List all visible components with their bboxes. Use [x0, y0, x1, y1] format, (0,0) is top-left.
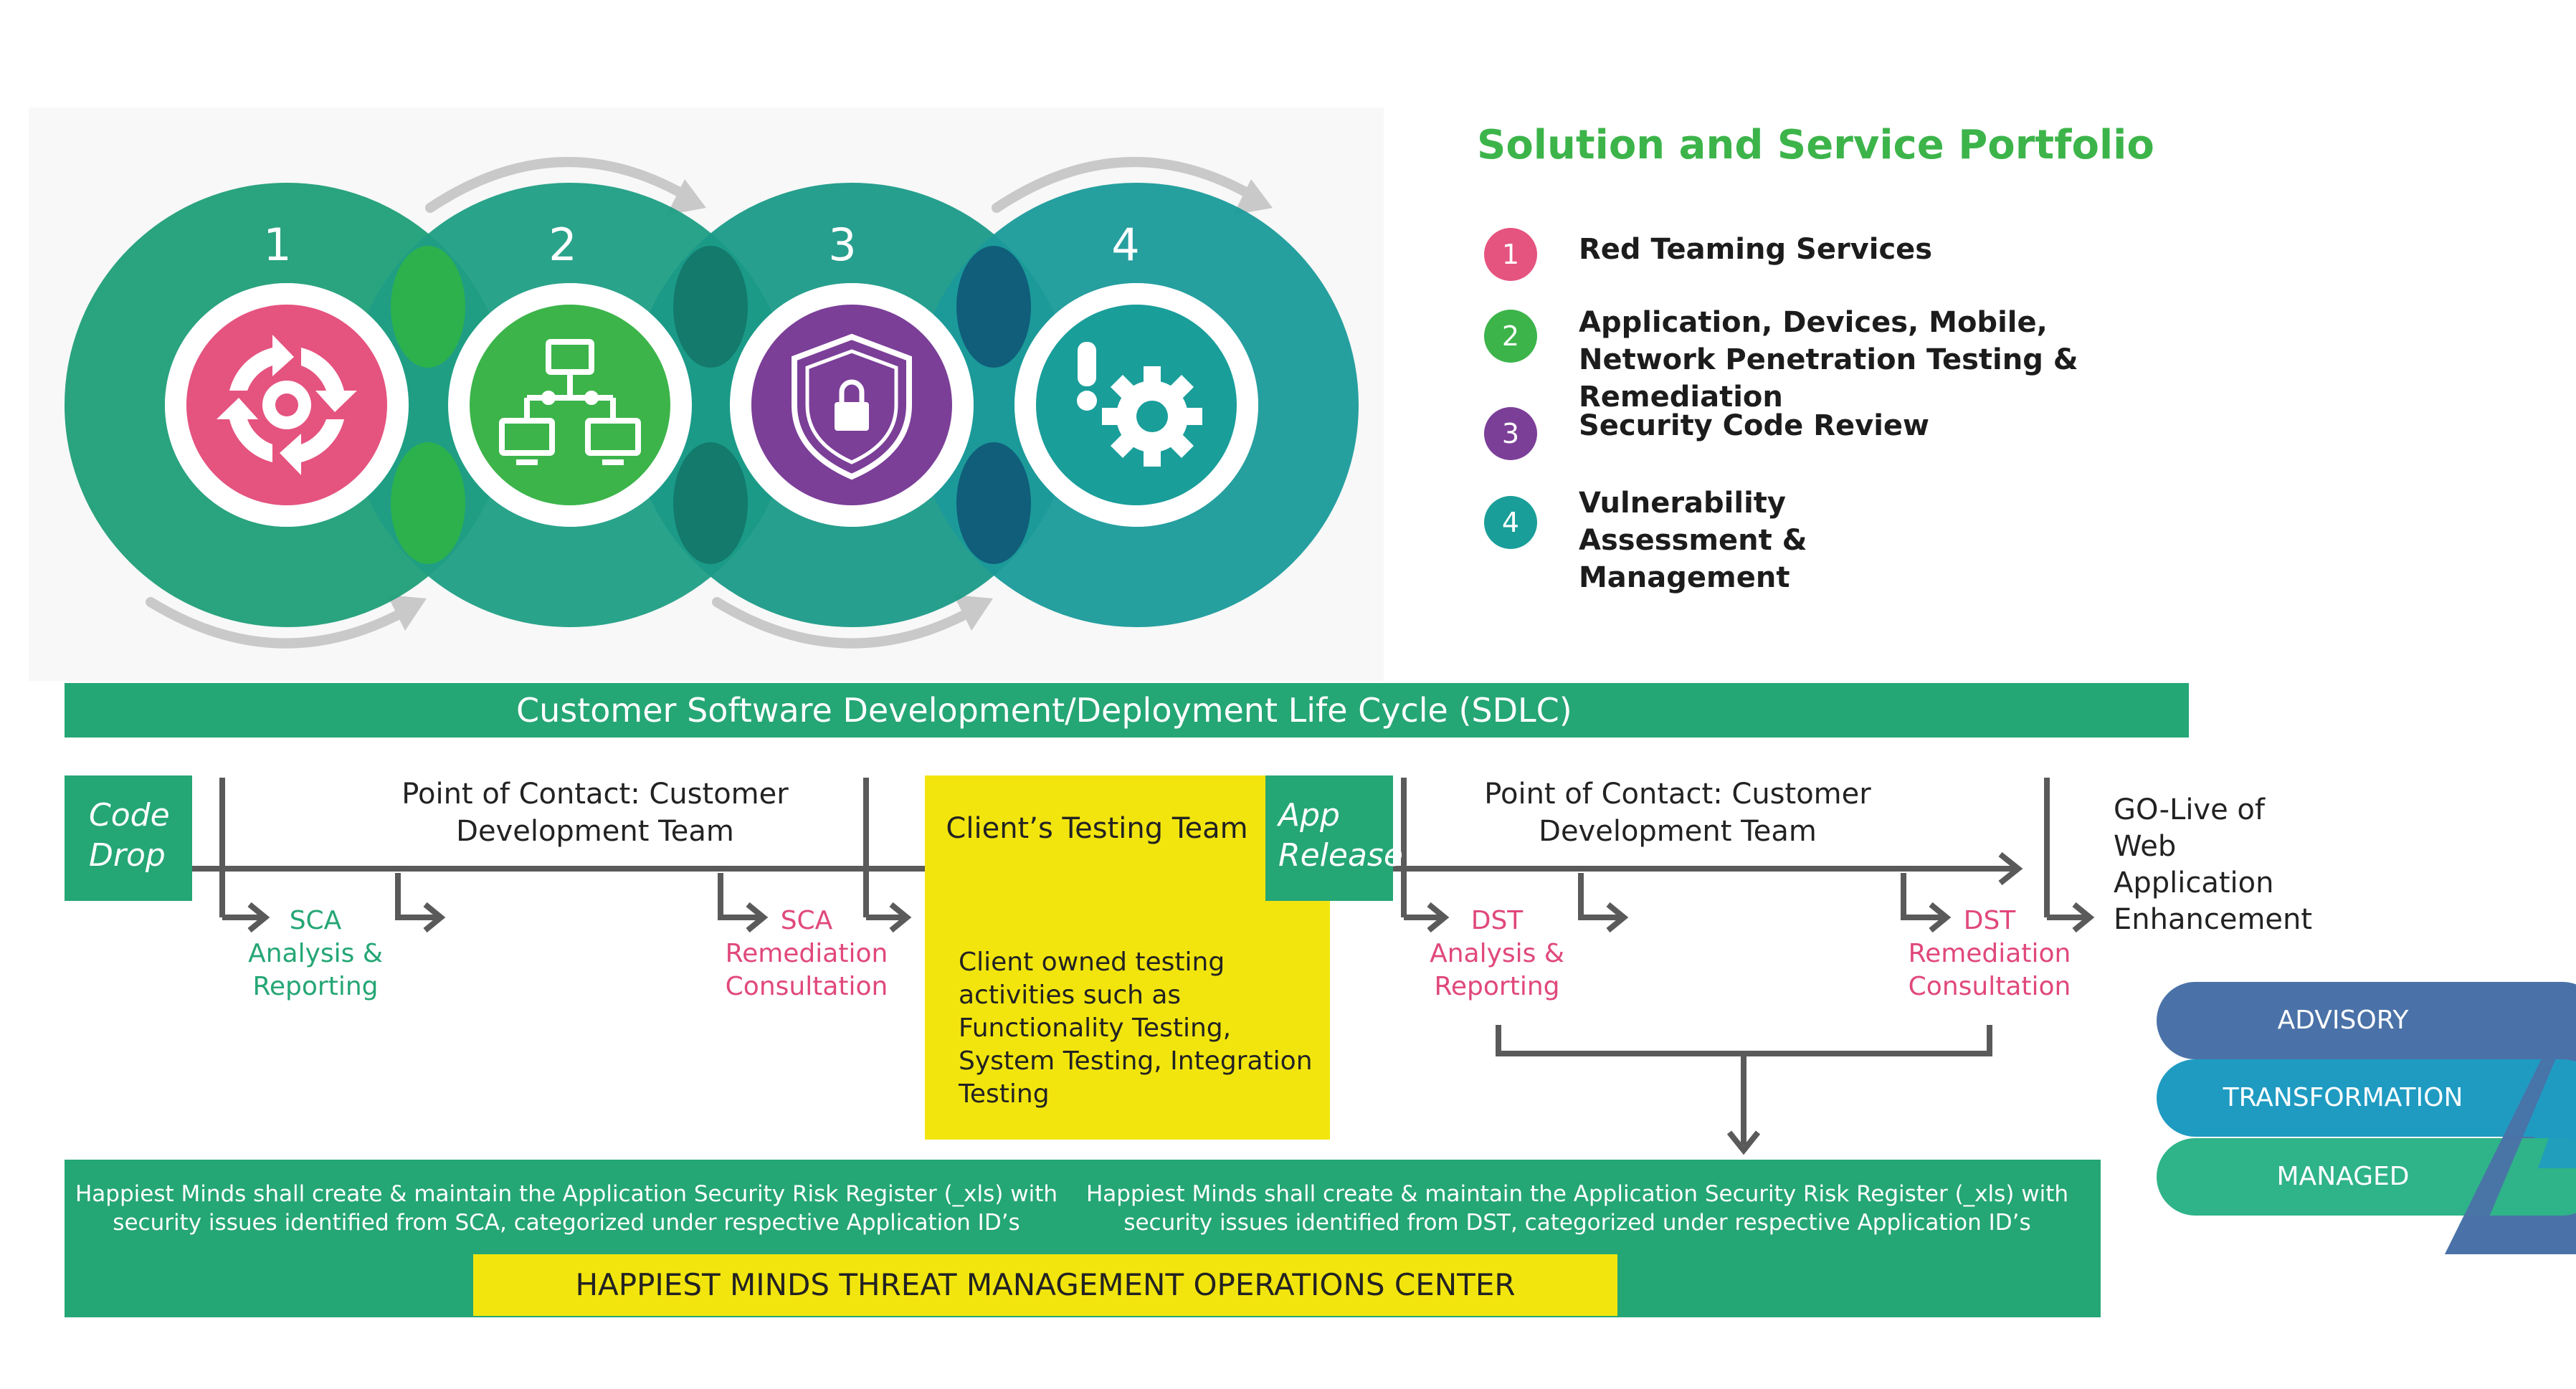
client-testing-desc: Client owned testing activities such as …	[959, 948, 1313, 1109]
arrow-bottom-1	[146, 597, 414, 649]
overlap-3-top	[956, 246, 1031, 368]
elbow-mid3	[1578, 873, 1620, 920]
overlap-2-top	[673, 246, 748, 368]
arrowhead-bottom-2	[954, 595, 993, 631]
app-release-box: App Release	[1265, 775, 1403, 901]
cycle-number-1: 1	[263, 219, 291, 271]
portfolio-title: Solution and Service Portfolio	[1477, 122, 2154, 168]
arrowhead-sca1	[247, 902, 270, 933]
refresh-cycle-icon	[217, 335, 357, 475]
portfolio-label-2: Application, Devices, Mobile, Network Pe…	[1579, 306, 2078, 414]
elbow-dst2	[1901, 873, 1943, 920]
arrowhead-timeline	[1998, 851, 2023, 886]
arrowhead-bottom-1	[387, 595, 427, 631]
overlap-3-bottom	[956, 442, 1031, 564]
layer-advisory: ADVISORY	[2157, 982, 2576, 1059]
cycle-number-3: 3	[828, 219, 856, 271]
sdlc-bar: Customer Software Development/Deployment…	[65, 683, 2189, 738]
model-triangle-front	[2445, 989, 2576, 1254]
arrowhead-mid1	[423, 902, 446, 933]
badge-4: 4	[1484, 496, 1537, 549]
arrow-bottom-2	[712, 597, 980, 649]
code-drop-box: Code Drop	[65, 775, 192, 901]
overlap-1-top	[391, 246, 465, 368]
dst-remediation-step: DST Remediation Consultation	[1908, 906, 2071, 1001]
dst-analysis-step: DST Analysis & Reporting	[1430, 906, 1564, 1001]
sca-remediation-step: SCA Remediation Consultation	[725, 906, 888, 1001]
golive-label: GO-Live of Web Application Enhancement	[2114, 793, 2313, 936]
elbow-mid1	[395, 873, 437, 920]
code-drop-label: Code Drop	[89, 797, 170, 874]
network-icon	[499, 339, 641, 465]
arrowhead-golive	[2072, 902, 2095, 933]
elbow-sca2	[718, 873, 760, 920]
dst-bracket	[1496, 1025, 1992, 1056]
arrowhead-mid2	[889, 902, 912, 933]
layer-managed-label: MANAGED	[2276, 1162, 2410, 1191]
badge-1: 1	[1484, 228, 1537, 281]
cycle-arrows	[146, 157, 1260, 649]
shield-lock-icon	[792, 333, 912, 480]
risk-register-panel: Happiest Minds shall create & maintain t…	[65, 1160, 2101, 1317]
overlap-2-bottom	[673, 442, 748, 564]
poc-1-label: Point of Contact: Customer Development T…	[401, 778, 789, 848]
portfolio-label-1: Red Teaming Services	[1579, 233, 1933, 266]
cycle-number-4: 4	[1111, 219, 1139, 271]
arrowhead-sca2	[746, 902, 769, 933]
portfolio-label-4: Vulnerability Assessment & Management	[1579, 487, 1807, 594]
service-cycle-graphic: 1 2 3 4	[29, 108, 1384, 681]
layer-transformation-label: TRANSFORMATION	[2223, 1083, 2463, 1112]
badge-2: 2	[1484, 310, 1537, 363]
overlap-1-bottom	[391, 442, 465, 564]
client-testing-title: Client’s Testing Team	[946, 812, 1248, 845]
layer-advisory-label: ADVISORY	[2277, 1006, 2409, 1035]
arrow-top-2	[992, 157, 1260, 213]
poc-2-label: Point of Contact: Customer Development T…	[1484, 778, 1871, 848]
sdlc-bar-label: Customer Software Development/Deployment…	[516, 691, 1572, 730]
alert-gear-icon	[1077, 342, 1202, 467]
sca-analysis-step: SCA Analysis & Reporting	[248, 906, 383, 1001]
layer-transformation: TRANSFORMATION	[2157, 1059, 2576, 1137]
app-release-label: App Release	[1278, 797, 1403, 874]
register-sca-text: Happiest Minds shall create & maintain t…	[75, 1181, 1058, 1236]
arrowhead-register	[1726, 1130, 1761, 1155]
arrowhead-dst1	[1427, 902, 1450, 933]
arrowhead-dst2	[1929, 902, 1952, 933]
threat-ops-center-label: HAPPIEST MINDS THREAT MANAGEMENT OPERATI…	[473, 1254, 1617, 1316]
arrowhead-mid3	[1606, 902, 1629, 933]
arrowhead-top-1	[667, 179, 706, 215]
arrowhead-top-2	[1233, 179, 1273, 215]
portfolio-label-3: Security Code Review	[1579, 409, 1930, 442]
register-dst-text: Happiest Minds shall create & maintain t…	[1085, 1181, 2069, 1236]
arrow-top-1	[425, 157, 693, 213]
client-testing-box	[925, 775, 1330, 1140]
badge-3: 3	[1484, 407, 1537, 460]
cycle-number-2: 2	[548, 219, 576, 271]
